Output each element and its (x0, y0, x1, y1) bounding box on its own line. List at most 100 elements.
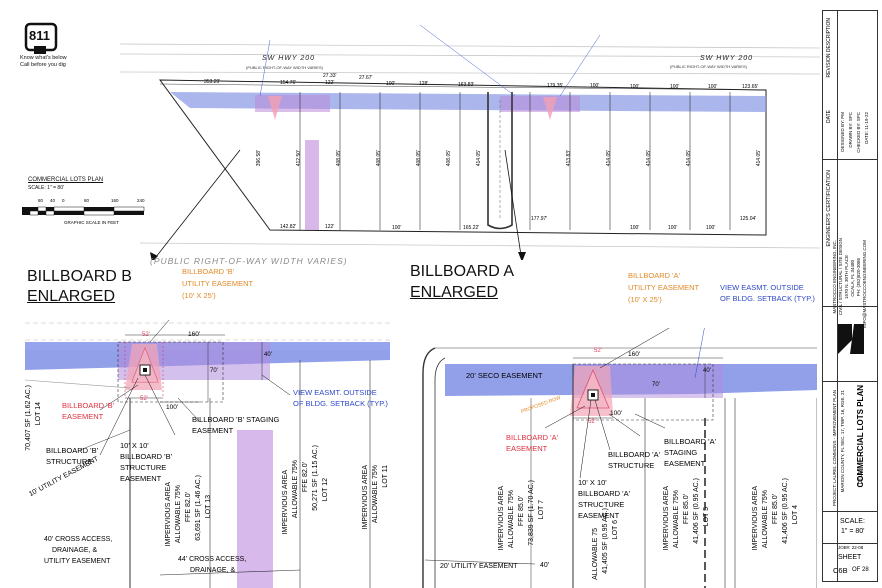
scale-tick-3: 0 (62, 198, 65, 203)
dim-top-1: 353.29' (204, 79, 221, 85)
lot-12-impervious: IMPERVIOUS AREA (282, 470, 289, 535)
graphic-scale-bar (22, 199, 147, 219)
lot-5-impervious: IMPERVIOUS AREA (663, 486, 670, 551)
lot-7-allowable: ALLOWABLE 75% (508, 490, 515, 549)
lot-6-area: 41,405 SF (0.95 AC.) (602, 508, 609, 574)
dim-vert-1: 396.58' (256, 150, 262, 167)
lot-11-impervious: IMPERVIOUS AREA (362, 465, 369, 530)
panel-b-cross40-2: DRAINAGE, & (52, 547, 98, 554)
panel-b-easement-2: EASEMENT (62, 412, 104, 421)
dim-vert-2: 412.50' (296, 150, 302, 167)
lot-12-area: 50,271 SF (1.15 AC.) (312, 445, 319, 511)
panel-a-dim-52-bottom: 52' (588, 419, 596, 425)
dim-bottom-4: 165.22' (463, 225, 480, 231)
dim-top-3: 27.33' (323, 73, 337, 79)
panel-b-view-2: OF BLDG. SETBACK (TYP.) (293, 399, 388, 408)
lot-14-label: LOT 14 (35, 402, 42, 426)
panel-a-structure-1: BILLBOARD 'A' (608, 450, 661, 459)
dim-bottom-6: 100' (630, 225, 640, 231)
scale-label: SCALE: (840, 518, 865, 525)
project-line-2: MARION COUNTY, FL SEC. 17, TWP. 16, RGE.… (840, 390, 845, 493)
dim-vert-10: 414.05' (646, 150, 652, 167)
sheet-of: OF 28 (852, 567, 869, 573)
scale-value: 1" = 80' (841, 528, 865, 535)
panel-b-str-ease-4: EASEMENT (120, 474, 162, 483)
firm-line-6: INFO@MASTROCCOENGINEERING.COM (862, 240, 867, 328)
revision-description: REVISION DESCRIPTION (826, 18, 832, 78)
firm-line-5: PH: (352)820-3086 (856, 258, 861, 297)
panel-b-cross44-1: 44' CROSS ACCESS, (178, 556, 247, 563)
lot-12-ffe: FFE 82.0' (302, 462, 309, 493)
call-811-logo: 811 Know what's below Call before you di… (20, 22, 74, 72)
firm-line-4: OCALA, FL 34480 (850, 260, 855, 297)
lot-13-allowable: ALLOWABLE 75% (175, 485, 182, 544)
dim-vert-5: 408.05' (416, 150, 422, 167)
panel-b-str-ease-1: 10' X 10' (120, 441, 149, 450)
road-name-2: SW HWY 200 (700, 55, 754, 62)
panel-b-utility-3: (10' X 25') (182, 291, 216, 300)
panel-b-dim-70: 70' (210, 368, 218, 374)
lot-4-impervious: IMPERVIOUS AREA (752, 486, 759, 551)
dim-top-7: 128' (419, 81, 429, 87)
lot-7-label: LOT 7 (538, 500, 545, 520)
firm-logo-icon (838, 324, 864, 354)
lot-12-label: LOT 12 (322, 478, 329, 502)
lot-6-allowable: ALLOWABLE 75 (592, 528, 599, 580)
panel-b-staging-1: BILLBOARD 'B' STAGING (192, 415, 280, 424)
project-line-1: PROJECT: LAUREL COMMONS - IMPROVEMENT PL… (832, 390, 837, 507)
scale-tick-5: 160 (111, 198, 119, 203)
lot-13-label: LOT 13 (205, 495, 212, 519)
sheet-label: SHEET (838, 554, 862, 561)
panel-a-utility-20: 20' UTILITY EASEMENT (440, 563, 518, 570)
lot-5-allowable: ALLOWABLE 75% (673, 490, 680, 549)
panel-a-staging-2: STAGING (664, 448, 698, 457)
lot-13-area: 63,691 SF (1.46 AC.) (195, 475, 202, 541)
panel-b-str-ease-3: STRUCTURE (120, 463, 167, 472)
lot-13-ffe: FFE 82.0' (185, 492, 192, 523)
dim-bottom-8: 100' (706, 225, 716, 231)
dim-top-6: 100' (386, 81, 396, 87)
panel-b-utility-2: UTILITY EASEMENT (182, 279, 254, 288)
scale-tick-6: 240 (137, 198, 145, 203)
dim-top-14: 123.65' (742, 84, 759, 90)
lot-13-impervious: IMPERVIOUS AREA (165, 482, 172, 547)
firm-logo (836, 322, 866, 356)
panel-b-dim-52-top: 52' (142, 332, 150, 338)
revision-date: DATE (826, 110, 832, 123)
drawing-date: DATE: 11-19-22 (864, 112, 869, 144)
scale-title: COMMERCIAL LOTS PLAN (28, 177, 104, 183)
dim-vert-8: 413.83' (566, 150, 572, 167)
panel-b-cross40-1: 40' CROSS ACCESS, (44, 536, 113, 543)
row-text: (PUBLIC RIGHT-OF-WAY WIDTH VARIES) (150, 256, 348, 266)
panel-a-drawing (422, 328, 817, 588)
logo-number: 811 (29, 28, 50, 43)
panel-a-view-1: VIEW EASMT. OUTSIDE (720, 283, 804, 292)
panel-b-drawing (24, 320, 390, 588)
lot-5-ffe: FFE 85.0' (683, 494, 690, 525)
dim-top-4: 122' (325, 80, 335, 86)
panel-a-staging-1: BILLBOARD 'A' (664, 437, 717, 446)
dim-top-13: 100' (708, 84, 718, 90)
site-plan (119, 24, 820, 260)
panel-b-dim-160: 160' (188, 331, 201, 338)
cert-title: ENGINEER'S CERTIFICATION (826, 170, 832, 247)
panel-b-structure-1: BILLBOARD 'B' (46, 446, 99, 455)
road-note: (PUBLIC RIGHT-OF-WAY WIDTH VARIES) (246, 65, 323, 70)
firm-line-1: MASTROCCO ENGINEERING, INC. (832, 240, 837, 314)
panel-a-str-ease-3: STRUCTURE (578, 500, 625, 509)
logo-line-1: Know what's below (20, 55, 67, 61)
dim-vert-3: 408.05' (336, 150, 342, 167)
panel-a-heading-2: ENLARGED (410, 284, 499, 301)
scale-tick-2: 40 (50, 198, 56, 203)
panel-a-seco: 20' SECO EASEMENT (466, 371, 543, 380)
lot-4-label: LOT 4 (792, 505, 799, 525)
panel-b-cross44-2: DRAINAGE, & (190, 567, 236, 574)
shovel-icon (24, 22, 58, 54)
dim-top-2: 154.76' (280, 80, 297, 86)
panel-b-easement-1: BILLBOARD 'B' (62, 401, 115, 410)
panel-a-utility-2: UTILITY EASEMENT (628, 283, 700, 292)
dim-bottom-9: 125.04' (740, 216, 757, 222)
dim-vert-12: 414.05' (756, 150, 762, 167)
panel-a-dim-70: 70' (652, 382, 660, 388)
scale-caption: GRAPHIC SCALE IN FEET (64, 220, 120, 225)
